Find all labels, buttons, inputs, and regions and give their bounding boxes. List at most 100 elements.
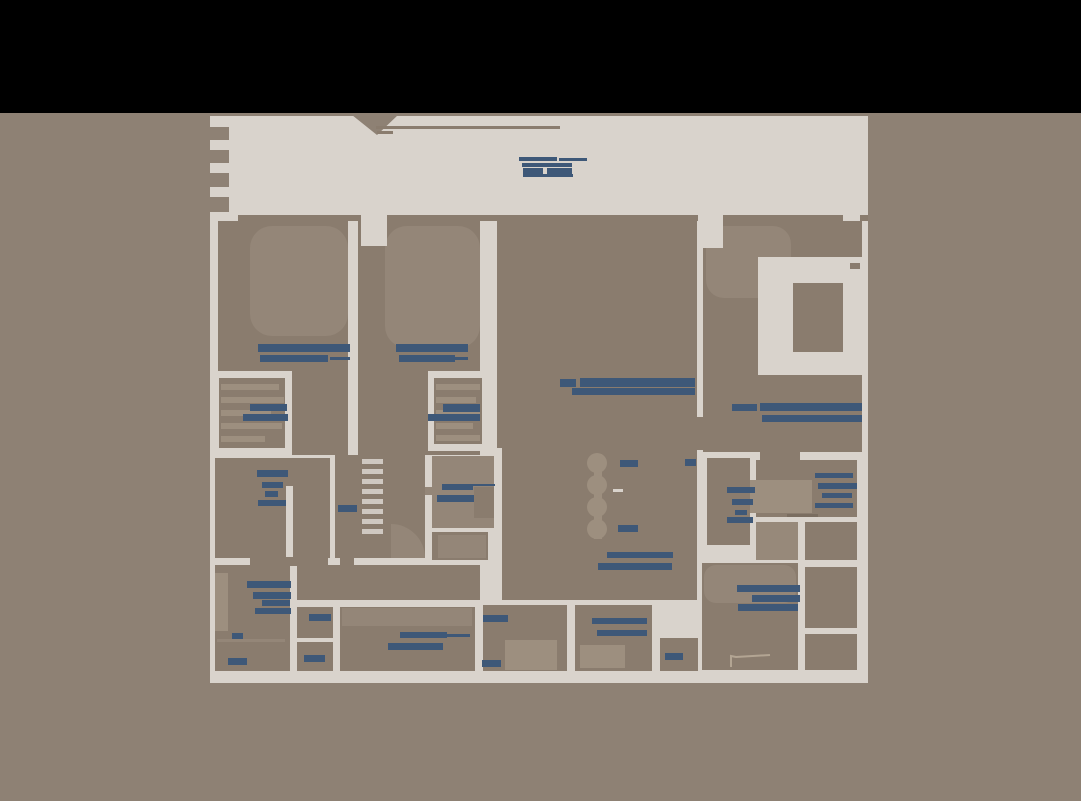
bedroom-3-label-bar [738, 604, 798, 611]
bedroom-3-shade [704, 565, 796, 603]
closet-1-shelf-5 [221, 436, 265, 442]
living-label-bar [580, 378, 695, 387]
closet-1-shelf-3 [221, 410, 271, 416]
bedroom-2-label-bar [399, 355, 455, 362]
opening-cabinet [425, 487, 433, 495]
terrace-title-label-bar [519, 157, 557, 161]
terrace-edge-seg-4 [723, 215, 843, 221]
terrace-title-label-bar [523, 168, 543, 174]
opening-kitchen-bath [760, 452, 800, 462]
door-leaf-bedroom-3 [730, 654, 771, 667]
room-store-small [805, 522, 857, 560]
wc-mid-label-bar [727, 517, 753, 523]
bath-1-label-bar [482, 660, 501, 667]
stair-tread-1 [362, 459, 383, 464]
laundry-label-bar [247, 581, 291, 588]
wc-2-label [304, 655, 325, 662]
office-label-bar [257, 470, 288, 477]
closet-1-shelf-1 [221, 384, 279, 390]
utility-label-bar [400, 632, 447, 638]
bedroom-1-label [258, 344, 350, 362]
living-label-bar [572, 388, 695, 395]
opening-living-hall [505, 446, 593, 458]
bedroom-2-label [396, 344, 468, 362]
hall-label-bar [598, 563, 672, 570]
bedroom-2-bed [385, 226, 480, 348]
stair-tread-6 [362, 509, 383, 514]
utility-shade [342, 608, 472, 626]
below-cabinet-inner [438, 535, 486, 558]
bath-furniture [750, 480, 812, 513]
terrace-title-label [519, 157, 587, 177]
hall-dash [613, 489, 623, 492]
wc-mid-label-bar [732, 499, 753, 505]
terrace-fold-wedge [352, 115, 398, 135]
office-label-bar [258, 500, 286, 506]
terrace-tooth-3 [206, 173, 229, 187]
wc-mid-label-bar [735, 510, 747, 515]
stair-tread-7 [362, 519, 383, 524]
wardrobe-strip [594, 454, 602, 539]
closet-1-shelf-2 [221, 397, 284, 403]
closet-2-label-bar [428, 414, 480, 421]
closet-2-shelf-3 [436, 410, 480, 416]
bedroom-1-label-bar [260, 355, 328, 362]
bath-right-label-bar [815, 473, 853, 478]
hall-label [598, 459, 696, 570]
wc-1-label [309, 614, 331, 621]
terrace-edge-seg-1 [238, 215, 363, 221]
stair-tread-4 [362, 489, 383, 494]
hall-label-bar [685, 459, 696, 466]
laundry-furniture [215, 573, 228, 631]
opening-living-kitchen [695, 417, 705, 450]
door-swing-stair [391, 524, 425, 558]
wc-mid-label [727, 487, 755, 523]
laundry-label-bar [228, 658, 247, 665]
hall-label-bar [620, 460, 638, 467]
laundry-label-bar [253, 592, 291, 599]
room-shower-small [756, 522, 798, 560]
bedroom-3-label-bar [752, 595, 800, 602]
wardrobe-bump-4 [587, 519, 607, 539]
terrace-title-label-bar [559, 158, 587, 161]
terrace-fold-tick [377, 131, 393, 134]
cabinet-label-bar [437, 495, 474, 502]
bedroom-3-label-bar [737, 585, 800, 592]
bath-1-label [482, 615, 508, 667]
bath-1-tub [505, 640, 557, 670]
stair-tread-8 [362, 529, 383, 534]
terrace-fold-line [376, 126, 560, 129]
stair-label [338, 505, 357, 512]
kitchen-label-bar [760, 403, 862, 411]
terrace-edge-seg-2 [387, 215, 477, 221]
terrace-title-label-bar [522, 163, 572, 167]
bath-right-label [815, 473, 857, 508]
bedroom-2-label-bar [396, 344, 468, 352]
kitchen-counter-notch [793, 283, 843, 352]
cabinet-inner [474, 487, 494, 518]
bath-2-label [592, 618, 647, 636]
laundry-line [217, 639, 285, 642]
cabinet-label-bar [442, 484, 473, 490]
closet-1-label [243, 404, 288, 421]
bedroom-2-label-bar [455, 357, 468, 360]
opening-corridor-2 [340, 557, 354, 566]
closet-2-shelf-4 [436, 423, 473, 429]
wardrobe-bump-2 [587, 475, 607, 495]
vestibule-kitchen [698, 215, 723, 248]
kitchen-label-bar [762, 415, 862, 422]
closet-1-label-bar [250, 404, 287, 411]
bath-2-label-bar [597, 630, 647, 636]
vestibule-bedroom-2 [361, 215, 387, 246]
room-mid-small [293, 458, 330, 558]
utility-label-bar [388, 643, 443, 650]
bedroom-1-label-bar [258, 344, 350, 352]
closet-2-label [428, 404, 480, 421]
duct-label [665, 653, 683, 660]
bedroom-1-label-bar [330, 357, 350, 360]
stair-label-bar [338, 505, 357, 512]
room-wc-1 [297, 607, 333, 638]
terrace-title-label-bar [523, 174, 573, 177]
